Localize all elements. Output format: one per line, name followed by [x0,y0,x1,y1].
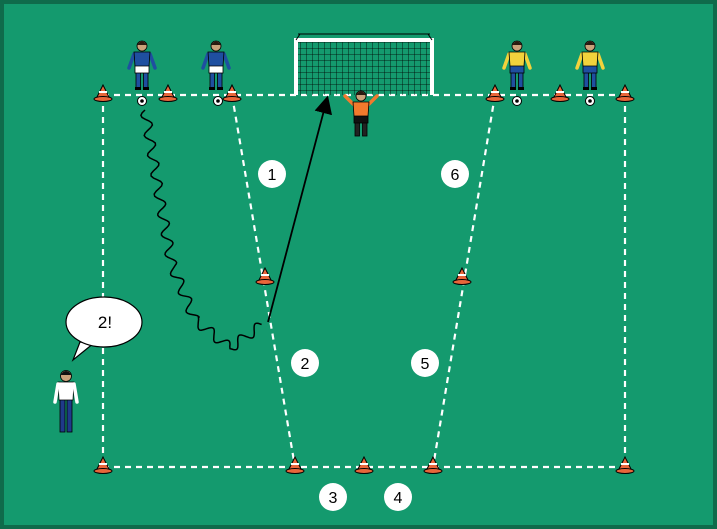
zone-marker-6: 6 [441,160,469,188]
zone-marker-3: 3 [319,483,347,511]
zone-label-1: 1 [268,167,277,184]
zone-label-2: 2 [301,356,310,373]
goal-net-icon [296,34,432,95]
zone-label-4: 4 [394,490,403,507]
zone-marker-5: 5 [411,349,439,377]
zone-label-5: 5 [421,356,430,373]
coach-call-text: 2! [98,313,112,332]
soccer-ball-icon [586,97,595,106]
zone-marker-1: 1 [258,160,286,188]
zone-label-6: 6 [451,167,460,184]
soccer-ball-icon [513,97,522,106]
zone-label-3: 3 [329,490,338,507]
zone-marker-2: 2 [291,349,319,377]
zone-marker-4: 4 [384,483,412,511]
soccer-ball-icon [138,97,147,106]
soccer-ball-icon [214,97,223,106]
